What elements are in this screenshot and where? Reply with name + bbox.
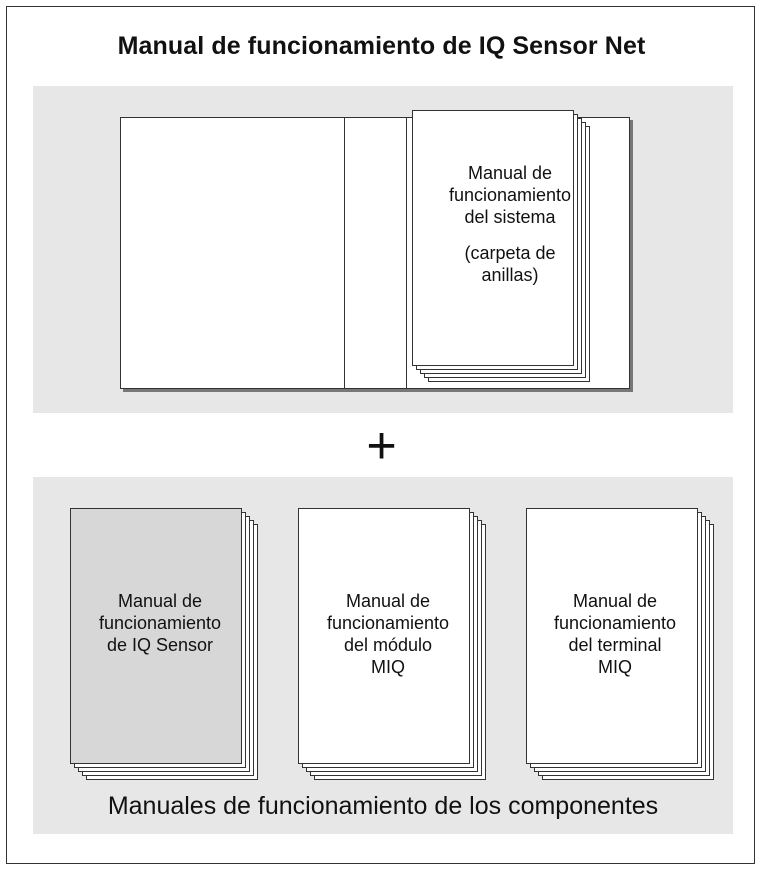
miq-terminal-manual-label: Manual de funcionamiento del terminal MI… xyxy=(525,590,705,678)
manual-line: del terminal xyxy=(568,635,662,655)
binder-spine-left xyxy=(344,118,345,388)
manual-line: Manual de xyxy=(345,591,431,611)
system-manual-line-3: del sistema xyxy=(464,207,556,227)
manual-line: MIQ xyxy=(371,657,405,677)
manual-line: MIQ xyxy=(598,657,632,677)
iq-sensor-manual-label: Manual de funcionamiento de IQ Sensor xyxy=(70,590,250,656)
manual-line: funcionamiento xyxy=(553,613,677,633)
manual-line: Manual de xyxy=(572,591,658,611)
document-front-page xyxy=(412,110,574,366)
plus-symbol: + xyxy=(366,417,397,475)
system-manual-label: Manual de funcionamiento del sistema (ca… xyxy=(420,162,600,286)
document-front-page xyxy=(526,508,698,764)
system-manual-line-1: Manual de xyxy=(467,163,553,183)
miq-module-manual-label: Manual de funcionamiento del módulo MIQ xyxy=(298,590,478,678)
manual-line: funcionamiento xyxy=(326,613,450,633)
document-front-page xyxy=(70,508,242,764)
manual-line: de IQ Sensor xyxy=(106,635,214,655)
components-caption: Manuales de funcionamiento de los compon… xyxy=(107,792,659,820)
system-manual-note-2: anillas) xyxy=(481,265,539,285)
diagram-title: Manual de funcionamiento de IQ Sensor Ne… xyxy=(117,32,646,60)
binder-spine-right xyxy=(406,118,407,388)
system-manual-note-1: (carpeta de xyxy=(464,243,556,263)
document-front-page xyxy=(298,508,470,764)
manual-line: funcionamiento xyxy=(98,613,222,633)
manual-line: Manual de xyxy=(117,591,203,611)
manual-line: del módulo xyxy=(343,635,433,655)
system-manual-line-2: funcionamiento xyxy=(448,185,572,205)
